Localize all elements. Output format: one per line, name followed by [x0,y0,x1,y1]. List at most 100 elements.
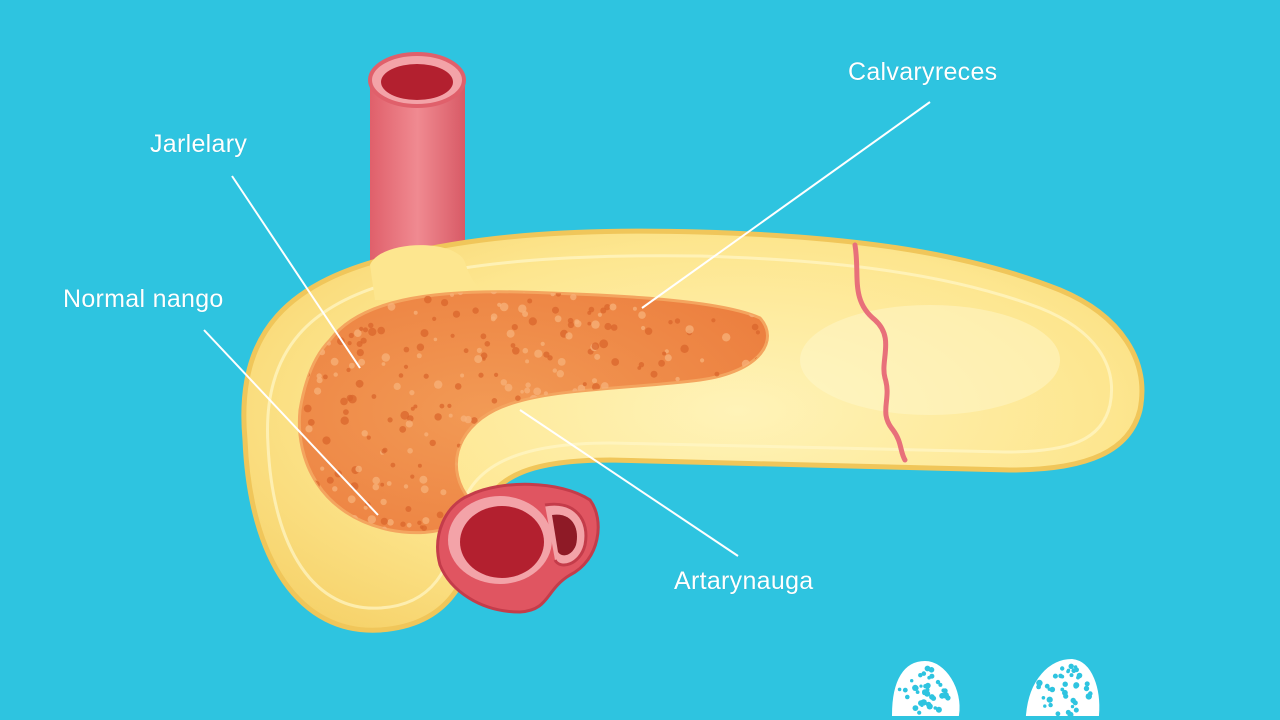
tissue-dot [474,355,483,364]
cell-dot [915,690,920,694]
tissue-dot [347,341,352,346]
tissue-dot [400,521,406,527]
tissue-dot [751,323,759,331]
tissue-dot [380,517,388,525]
tissue-dot [478,372,484,378]
cell-dot [1048,702,1053,708]
tissue-dot [390,462,396,468]
tissue-dot [632,306,637,311]
tissue-dot [346,394,354,402]
cell-dot [1069,673,1074,678]
cell-dot [1060,666,1065,671]
tissue-dot [440,489,447,496]
tissue-dot [448,413,453,418]
cell-dot [1066,668,1071,672]
tissue-dot [704,505,712,513]
tissue-dot [606,482,614,490]
tissue-dot [722,333,731,342]
tissue-dot [348,332,354,339]
tissue-dot [420,329,429,338]
cell-dot [1044,683,1050,689]
tissue-dot [532,476,539,482]
tissue-dot [332,486,338,492]
tissue-dot [658,468,666,476]
label-calvaryreces: Calvaryreces [848,58,998,86]
tissue-dot [326,476,334,484]
tissue-dot [403,484,409,489]
tissue-dot [349,362,355,369]
tissue-dot [522,347,529,354]
tissue-dot [400,410,410,420]
tissue-dot [447,403,452,408]
cell-dot [919,684,923,688]
tissue-dot [424,295,432,304]
tissue-dot [433,337,438,342]
label-normal-nango: Normal nango [63,285,224,313]
tissue-dot [499,302,509,312]
tissue-dot [624,490,629,495]
tissue-dot [417,520,422,525]
tissue-dot [381,353,390,362]
tissue-dot [490,316,496,322]
tissue-dot [533,387,542,396]
tissue-dot [497,302,502,307]
tissue-dot [356,349,364,357]
tissue-dot [638,362,645,368]
tissue-dot [494,372,499,377]
tissue-dot [472,307,479,314]
tissue-dot [359,326,364,331]
tissue-dot [565,332,573,340]
tissue-dot [358,358,366,366]
tissue-dot [316,377,323,384]
tissue-dot [340,416,349,425]
tissue-dot [671,470,675,474]
tissue-dot [610,324,618,331]
tissue-dot [684,530,693,533]
tissue-dot [680,344,689,353]
tissue-dot [520,389,524,394]
tissue-dot [753,499,758,504]
tissue-dot [591,378,598,384]
tissue-dot [343,409,349,415]
cell-dot [917,710,922,715]
tissue-dot [658,359,665,367]
tissue-dot [604,304,611,311]
tissue-dot [381,362,386,366]
tissue-dot [450,292,454,297]
tissue-dot [413,310,418,315]
tissue-dot [393,382,401,390]
tissue-dot [591,320,600,329]
tissue-dot [611,358,620,366]
tissue-dot [700,358,705,363]
tissue-dot [354,329,362,338]
tissue-dot [417,463,422,468]
tissue-dot [600,307,607,314]
tissue-dot [744,475,749,479]
tissue-dot [424,432,429,437]
tissue-dot [518,304,527,313]
cell-cluster-icon [891,658,1100,718]
tissue-dot [554,315,562,323]
tissue-dot [614,518,619,523]
tissue-dot [368,327,377,336]
tissue-dot [360,337,367,344]
cell-dot [1065,709,1071,715]
tissue-dot [413,404,418,409]
tissue-dot [421,525,427,531]
tissue-dot [724,474,730,479]
tissue-dot [597,312,603,317]
tissue-dot [511,324,518,331]
tissue-dot [695,506,703,515]
tissue-dot [714,371,720,377]
tissue-dot [664,349,669,354]
tissue-dot [756,531,762,533]
cell-dot [1073,682,1080,689]
tissue-dot [675,468,684,478]
leader-lines [203,101,931,557]
cell-dot [1062,681,1068,687]
tissue-dot [387,302,396,311]
cell-dot [1046,696,1053,703]
tissue-dot [685,325,694,334]
